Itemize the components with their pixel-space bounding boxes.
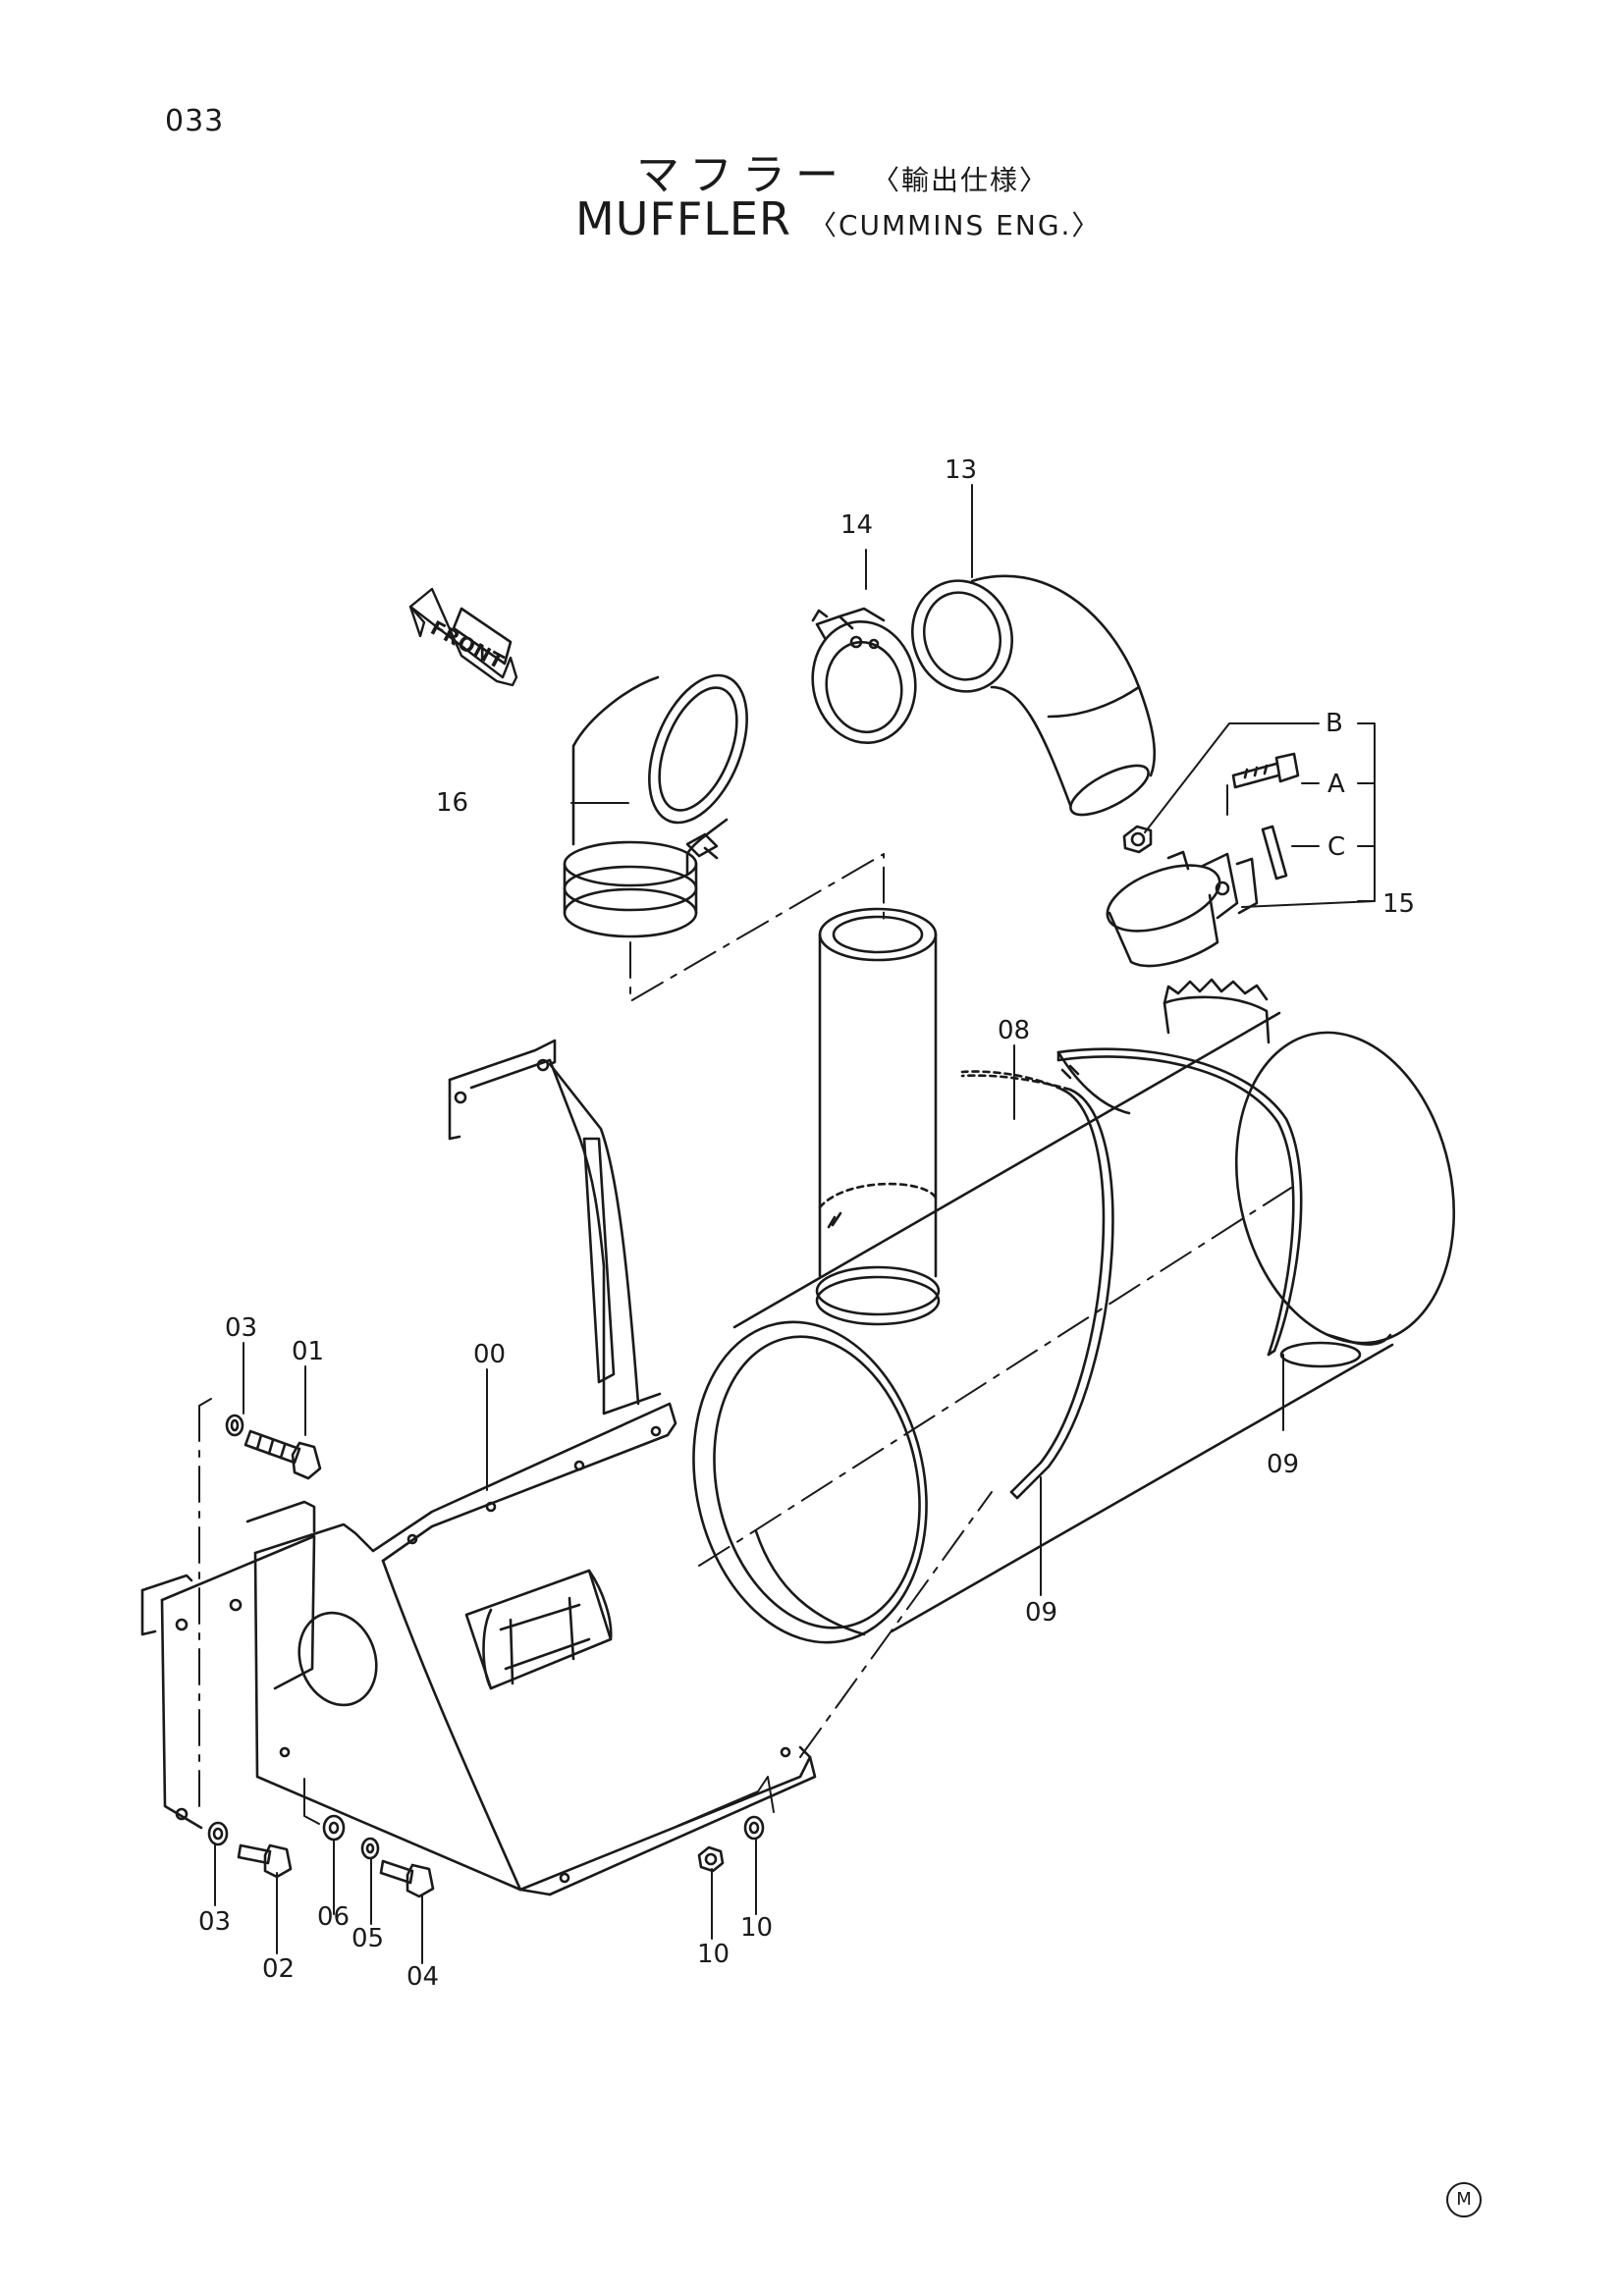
exhaust-elbow-part-13 [898, 567, 1156, 824]
callout-09-center: 09 [1025, 1598, 1058, 1628]
u-bolt-part-09 [962, 1049, 1301, 1498]
clamp-part-14 [803, 609, 925, 751]
washer-part-06 [324, 1816, 344, 1840]
callout-13: 13 [945, 455, 978, 485]
nut-part-10-left [699, 1847, 723, 1871]
callout-15: 15 [1382, 889, 1416, 919]
callout-02: 02 [262, 1954, 296, 1984]
muffler-body [665, 980, 1482, 1665]
callout-09-right: 09 [1267, 1450, 1300, 1479]
bolt-part-01 [245, 1431, 320, 1478]
title-english: MUFFLER 〈CUMMINS ENG.〉 [575, 192, 1101, 245]
hardware-leader-lines [1145, 723, 1375, 907]
bolt-part-04 [381, 1861, 433, 1896]
bolt-part-02 [239, 1845, 291, 1877]
front-arrow-icon: FRONT [410, 589, 516, 685]
washer-part-10-right [745, 1817, 763, 1839]
washer-part-05 [362, 1839, 378, 1858]
callout-10-left: 10 [697, 1940, 730, 1969]
callout-04: 04 [406, 1962, 440, 1992]
callout-10-right: 10 [740, 1913, 774, 1943]
corner-mark-icon: M [1446, 2182, 1482, 2217]
page-number: 033 [165, 104, 225, 138]
elbow-pipe-part-16 [565, 662, 766, 936]
bracket-part-00 [142, 1041, 815, 1895]
title-japanese-sub: 〈輸出仕様〉 [872, 164, 1050, 196]
callout-06: 06 [317, 1902, 351, 1932]
callout-A: A [1327, 770, 1345, 799]
callout-C: C [1327, 832, 1346, 862]
front-arrow-label: FRONT [427, 615, 509, 673]
callout-16: 16 [436, 788, 469, 818]
washer-part-03-lower [209, 1823, 227, 1844]
band-clamp-part-15 [1099, 754, 1298, 966]
callout-00: 00 [473, 1340, 507, 1369]
callout-14: 14 [840, 510, 874, 540]
callout-B: B [1325, 709, 1343, 738]
callout-01: 01 [292, 1337, 325, 1366]
title-japanese-main: マフラー [636, 150, 848, 200]
callout-03-upper: 03 [225, 1313, 258, 1343]
callout-05: 05 [352, 1924, 385, 1953]
tailpipe [817, 909, 939, 1324]
washer-part-03-upper [227, 1415, 243, 1435]
callout-leader-lines [199, 485, 1291, 1963]
callout-08: 08 [998, 1016, 1031, 1045]
callout-03-lower: 03 [198, 1907, 232, 1937]
title-japanese: マフラー〈輸出仕様〉 [636, 139, 1049, 202]
title-english-main: MUFFLER [575, 192, 791, 245]
title-english-sub: 〈CUMMINS ENG.〉 [808, 209, 1102, 241]
